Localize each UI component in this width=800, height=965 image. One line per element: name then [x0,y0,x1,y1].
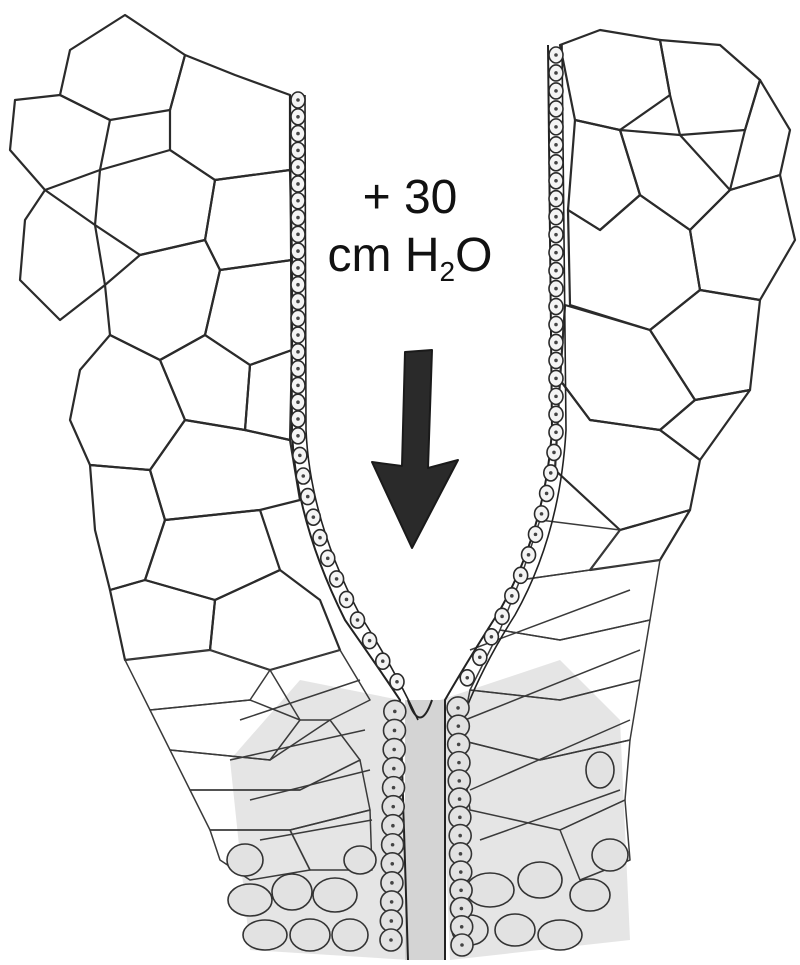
cell-nucleus [296,182,300,186]
cell-nucleus [554,341,558,345]
cell-nucleus [554,395,558,399]
cell-nucleus [545,492,549,496]
cell-nucleus [296,333,300,337]
cell-nucleus [392,786,396,790]
cell-nucleus [335,577,339,581]
cell-nucleus [457,743,461,747]
cell-nucleus [554,125,558,129]
cell-nucleus [296,216,300,220]
cell-nucleus [392,748,396,752]
right-large-cells [555,30,795,570]
cell-nucleus [554,377,558,381]
cell-nucleus [554,107,558,111]
cell-nucleus [296,233,300,237]
cell-nucleus [457,724,461,728]
cell-nucleus [459,852,463,856]
cell-nucleus [296,149,300,153]
cell-nucleus [296,300,300,304]
cell-nucleus [554,269,558,273]
cell-nucleus [296,350,300,354]
cell-nucleus [554,53,558,57]
cell-nucleus [554,251,558,255]
cell-nucleus [459,888,463,892]
cell-nucleus [391,805,395,809]
cell-nucleus [296,316,300,320]
cell-nucleus [306,495,310,499]
cell-nucleus [554,179,558,183]
cell-nucleus [296,199,300,203]
cell-nucleus [392,767,396,771]
cell-nucleus [554,431,558,435]
cell-nucleus [459,870,463,874]
cell-nucleus [391,824,395,828]
cell-nucleus [554,359,558,363]
cell-nucleus [554,323,558,327]
cell-nucleus [296,98,300,102]
cell-nucleus [393,729,397,733]
cell-nucleus [296,417,300,421]
cell-nucleus [554,161,558,165]
cell-nucleus [554,305,558,309]
cell-nucleus [465,676,469,680]
cell-nucleus [296,384,300,388]
cell-nucleus [390,881,394,885]
cell-nucleus [554,413,558,417]
cell-nucleus [554,143,558,147]
cell-nucleus [458,816,462,820]
cell-nucleus [390,919,394,923]
cell-nucleus [318,536,322,540]
cell-nucleus [527,553,531,557]
cell-nucleus [356,618,360,622]
cell-nucleus [390,862,394,866]
cell-nucleus [460,907,464,911]
cell-nucleus [460,925,464,929]
cell-nucleus [326,557,330,561]
cell-nucleus [296,400,300,404]
cell-nucleus [296,249,300,253]
cell-nucleus [554,233,558,237]
cell-nucleus [312,515,316,519]
cell-nucleus [554,215,558,219]
cell-nucleus [500,615,504,619]
cell-nucleus [458,834,462,838]
cell-nucleus [457,779,461,783]
cell-nucleus [393,710,397,714]
pressure-label: + 30 [320,170,500,225]
cell-nucleus [296,115,300,119]
cell-nucleus [301,474,305,478]
cell-nucleus [534,533,538,537]
cell-nucleus [554,71,558,75]
cell-nucleus [391,843,395,847]
cell-nucleus [457,761,461,765]
pressure-unit-label: cm H2O [320,228,500,288]
cell-nucleus [390,900,394,904]
cell-nucleus [490,635,494,639]
cell-nucleus [519,574,523,578]
cell-nucleus [456,706,460,710]
cell-nucleus [478,656,482,660]
cell-nucleus [298,454,302,458]
cell-nucleus [296,266,300,270]
cell-nucleus [296,132,300,136]
cell-nucleus [345,598,349,602]
cell-nucleus [552,451,556,455]
cell-nucleus [554,287,558,291]
cell-nucleus [296,165,300,169]
cell-nucleus [540,512,544,516]
cell-nucleus [458,797,462,801]
cell-nucleus [296,283,300,287]
cell-nucleus [554,89,558,93]
cell-nucleus [389,938,393,942]
cell-nucleus [460,943,464,947]
cell-nucleus [381,659,385,663]
cell-nucleus [395,680,399,684]
cell-nucleus [296,367,300,371]
cell-nucleus [554,197,558,201]
cell-nucleus [549,471,553,475]
cell-nucleus [296,434,300,438]
cell-nucleus [368,639,372,643]
down-arrow-icon [372,350,458,548]
cell-nucleus [510,594,514,598]
